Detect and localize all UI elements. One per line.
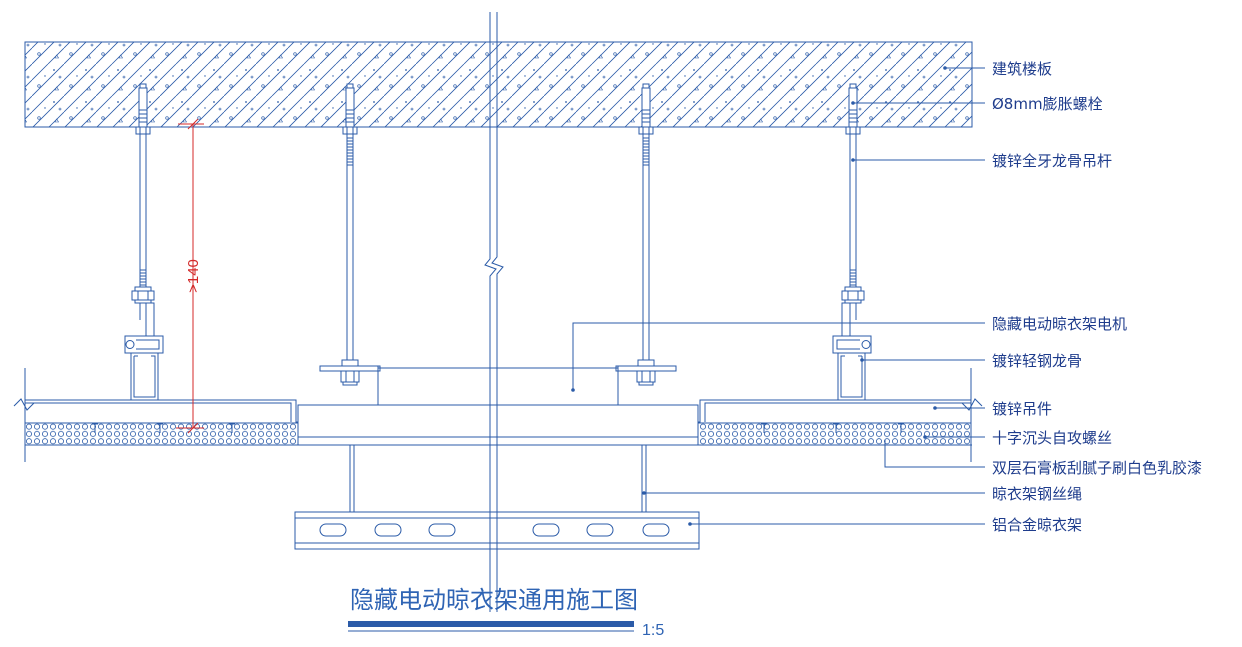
outer-hanger-left bbox=[124, 83, 164, 401]
leader-gypsum-board bbox=[884, 440, 985, 468]
motor-housing bbox=[297, 366, 699, 438]
label-hanger-rod: 镀锌全牙龙骨吊杆 bbox=[992, 152, 1112, 170]
ceiling-right bbox=[697, 367, 983, 463]
label-gypsum-board: 双层石膏板刮腻子刷白色乳胶漆 bbox=[992, 459, 1202, 477]
steel-wire-left bbox=[349, 444, 355, 513]
label-slab: 建筑楼板 bbox=[992, 60, 1052, 78]
middle-hanger-right bbox=[615, 83, 677, 386]
title-underline-thick bbox=[348, 621, 634, 627]
title-block: 隐藏电动晾衣架通用施工图 1:5 bbox=[348, 586, 664, 639]
label-hanger-clip: 镀锌吊件 bbox=[992, 400, 1052, 418]
dimension-height: >140 bbox=[176, 118, 204, 434]
label-rack: 铝合金晾衣架 bbox=[992, 516, 1082, 534]
ceiling-left bbox=[13, 367, 299, 463]
middle-hanger-left bbox=[319, 83, 381, 386]
label-screw: 十字沉头自攻螺丝 bbox=[992, 429, 1112, 447]
leader-motor bbox=[572, 322, 985, 390]
dimension-text: >140 bbox=[185, 259, 202, 293]
label-light-steel-keel: 镀锌轻钢龙骨 bbox=[992, 352, 1082, 370]
drawing-scale: 1:5 bbox=[642, 622, 664, 639]
outer-hanger-right bbox=[832, 83, 872, 401]
steel-wire-right bbox=[641, 444, 647, 513]
leaders bbox=[571, 66, 985, 526]
drawing-title: 隐藏电动晾衣架通用施工图 bbox=[350, 586, 638, 614]
break-line bbox=[484, 12, 504, 612]
labels: 建筑楼板 Ø8mm膨胀螺栓 镀锌全牙龙骨吊杆 隐藏电动晾衣架电机 镀锌轻钢龙骨 … bbox=[992, 60, 1202, 534]
label-expansion-bolt: Ø8mm膨胀螺栓 bbox=[992, 95, 1103, 113]
label-motor: 隐藏电动晾衣架电机 bbox=[992, 315, 1127, 333]
label-steel-wire: 晾衣架钢丝绳 bbox=[992, 485, 1082, 503]
concrete-slab bbox=[24, 41, 973, 128]
